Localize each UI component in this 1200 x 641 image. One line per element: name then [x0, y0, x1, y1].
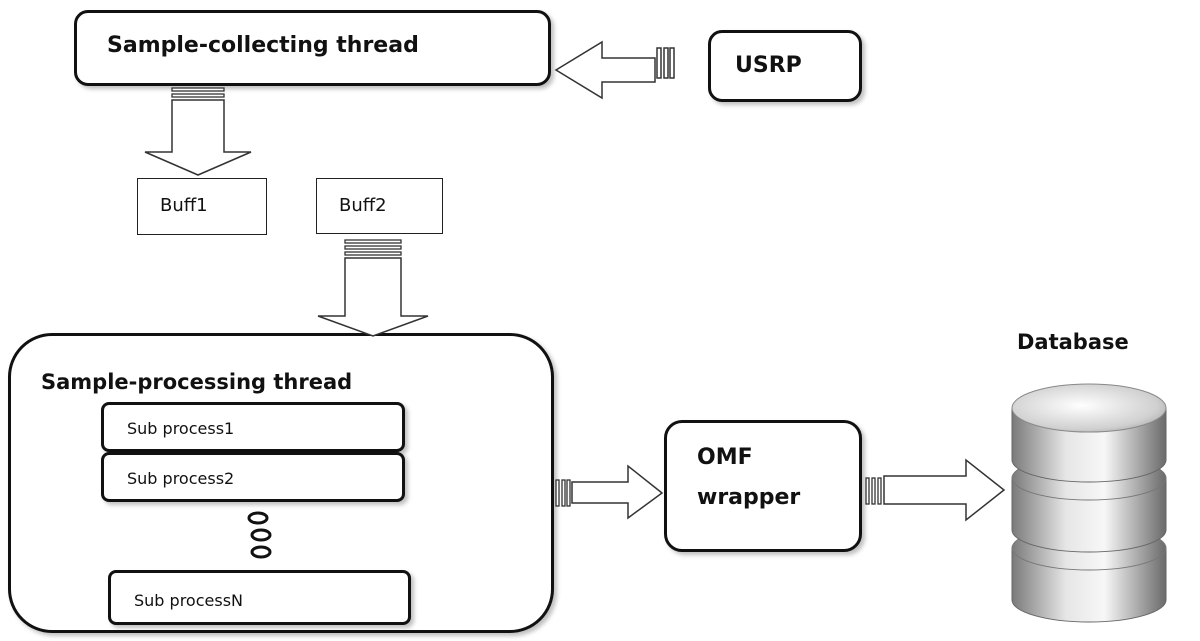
- buff1-label: Buff1: [160, 195, 208, 216]
- omf-wrapper-label-line1: OMF: [697, 445, 753, 470]
- subprocess-2-label: Sub process2: [127, 469, 235, 488]
- arrow-tail-hatch: [561, 479, 566, 507]
- arrow-tail-hatch: [171, 93, 225, 98]
- sample-processing-thread-label: Sample-processing thread: [41, 370, 353, 394]
- buff1-box: Buff1: [137, 178, 267, 235]
- arrow-tail-hatch: [555, 479, 560, 507]
- wrapper-to-database-arrow: [865, 458, 1006, 522]
- usrp-label: USRP: [735, 53, 802, 78]
- subprocess-n-label: Sub processN: [134, 591, 243, 610]
- arrow-tail-hatch: [656, 47, 662, 79]
- sample-collecting-thread-label: Sample-collecting thread: [107, 33, 419, 58]
- omf-wrapper-label-line2: wrapper: [697, 485, 801, 510]
- subprocess-2-box: Sub process2: [101, 452, 405, 502]
- processor-to-wrapper-arrow: [555, 464, 664, 520]
- buff2-label: Buff2: [339, 195, 387, 216]
- database-icon: [1011, 383, 1167, 623]
- arrow-tail-hatch: [877, 477, 882, 505]
- sample-collecting-thread-box: Sample-collecting thread: [74, 10, 551, 86]
- usrp-to-collector-arrow: [554, 40, 675, 100]
- arrow-tail-hatch: [344, 239, 402, 244]
- buff2-to-processor-arrow: [317, 239, 429, 337]
- arrow-tail-hatch: [344, 251, 402, 256]
- collector-to-buff1-arrow: [144, 87, 252, 176]
- arrow-tail-hatch: [344, 245, 402, 250]
- arrow-tail-hatch: [871, 477, 876, 505]
- database-label: Database: [1017, 330, 1129, 354]
- arrow-tail-hatch: [566, 479, 571, 507]
- subprocess-1-box: Sub process1: [101, 402, 405, 452]
- subprocess-1-label: Sub process1: [127, 419, 235, 438]
- arrow-tail-hatch: [669, 47, 675, 79]
- buff2-box: Buff2: [316, 178, 443, 234]
- omf-wrapper-box: OMF wrapper: [664, 420, 862, 552]
- arrow-tail-hatch: [663, 47, 669, 79]
- arrow-tail-hatch: [865, 477, 870, 505]
- subprocess-ellipsis: [247, 511, 272, 559]
- usrp-box: USRP: [708, 30, 862, 102]
- arrow-tail-hatch: [171, 87, 225, 92]
- ellipsis-dot: [250, 545, 272, 559]
- subprocess-n-box: Sub processN: [108, 570, 411, 625]
- ellipsis-dot: [250, 528, 272, 542]
- ellipsis-dot: [247, 511, 269, 525]
